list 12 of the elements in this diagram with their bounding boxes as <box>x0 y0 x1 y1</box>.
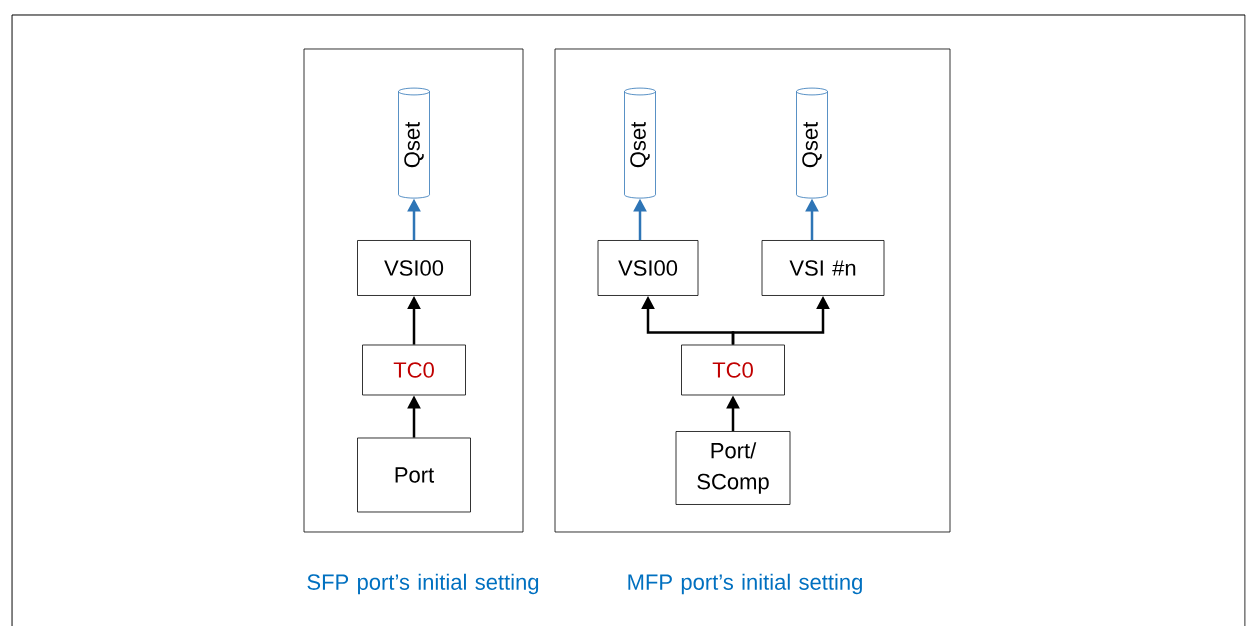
queue-cylinder: Qset <box>796 87 828 199</box>
process-box: Port/ SComp <box>675 431 791 505</box>
panel-caption: MFP port’s initial setting <box>628 573 862 595</box>
queue-cylinder: Qset <box>398 87 430 199</box>
process-box: Port <box>357 437 471 513</box>
process-box: VSI #n <box>761 240 885 296</box>
panel-caption: SFP port’s initial setting <box>307 573 539 595</box>
process-box: TC0 <box>681 344 785 396</box>
process-box: VSI00 <box>597 240 699 296</box>
process-box: VSI00 <box>357 240 471 296</box>
queue-cylinder: Qset <box>624 87 656 199</box>
process-box: TC0 <box>362 344 466 396</box>
